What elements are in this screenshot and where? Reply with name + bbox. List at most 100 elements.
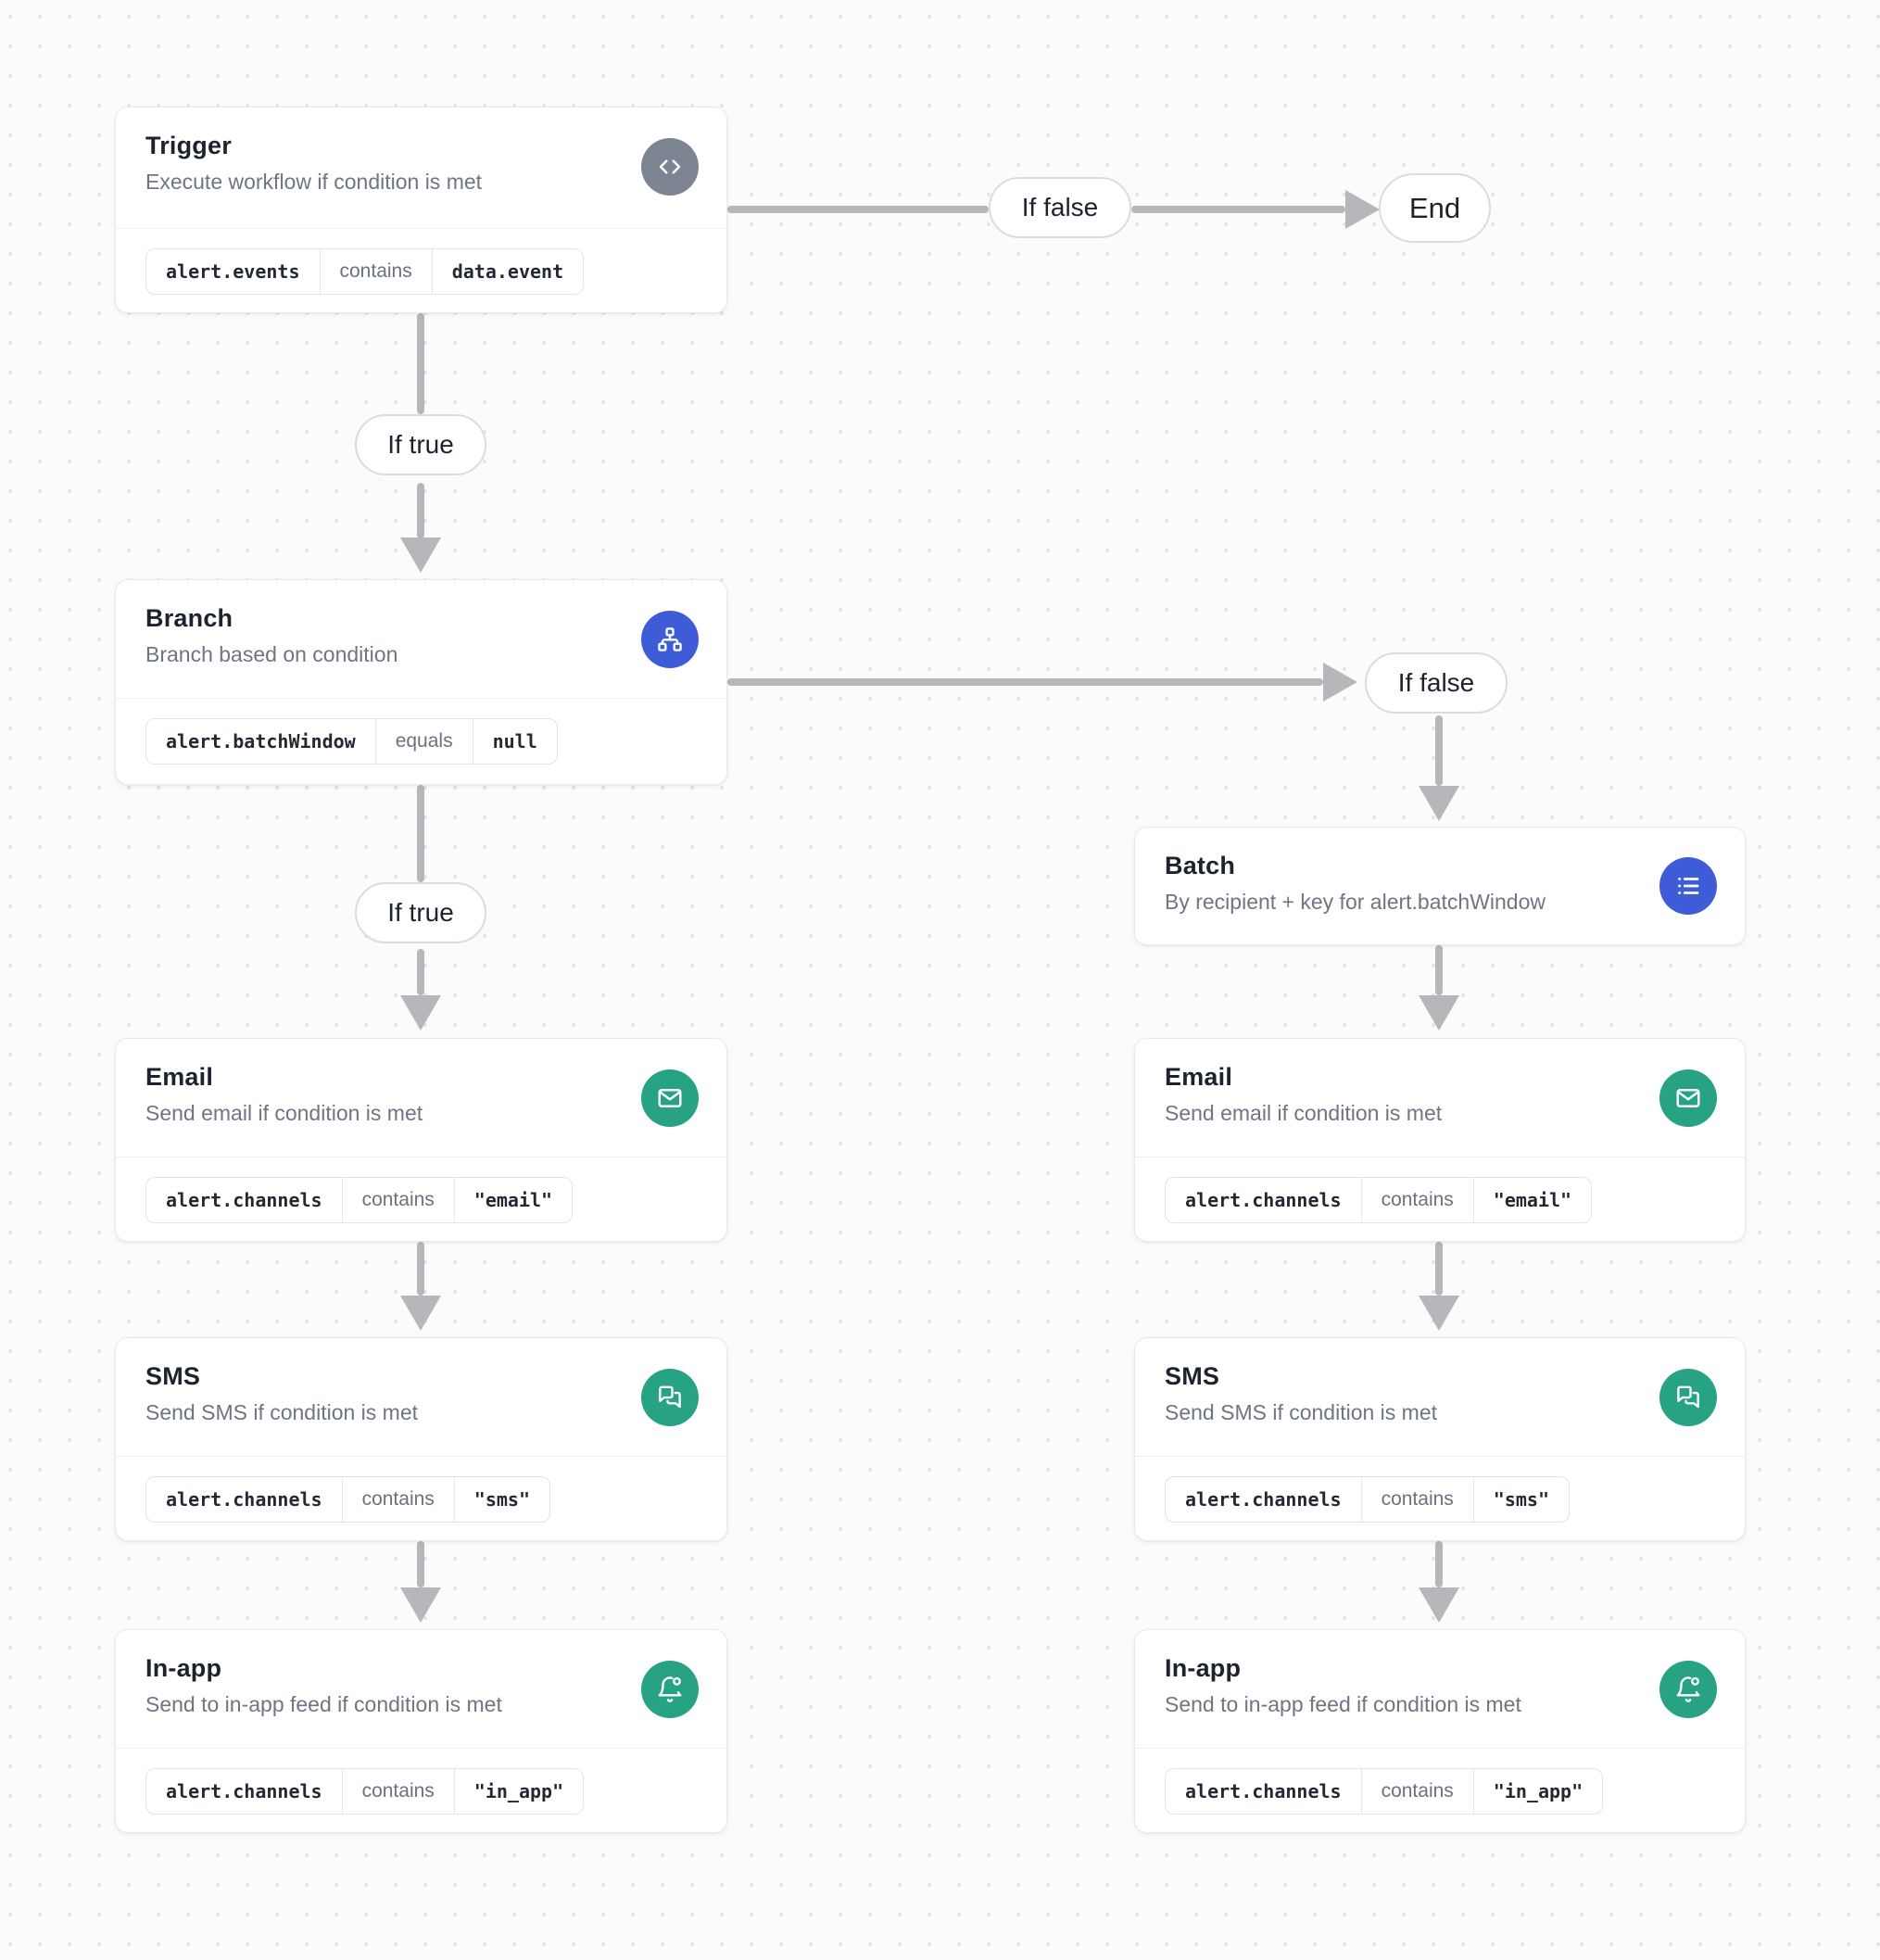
code-icon: [641, 138, 699, 196]
node-title: Email: [145, 1063, 214, 1091]
node-subtitle: Send to in-app feed if condition is met: [145, 1692, 502, 1716]
edge-email-sms: [1435, 1242, 1443, 1296]
node-condition-row: alert.channels contains "in_app": [1135, 1749, 1745, 1833]
chat-icon: [641, 1369, 699, 1426]
node-title: In-app: [1165, 1654, 1242, 1682]
node-title: In-app: [145, 1654, 222, 1682]
arrowhead-down-icon: [1419, 995, 1459, 1031]
condition-chip: alert.channels contains "in_app": [1165, 1767, 1604, 1815]
node-header: Batch By recipient + key for alert.batch…: [1135, 828, 1745, 944]
condition-value: "in_app": [1472, 1768, 1602, 1814]
condition-chip: alert.channels contains "email": [145, 1176, 574, 1223]
bell-icon: [641, 1661, 699, 1718]
edge-email-sms: [417, 1242, 424, 1296]
condition-value: "email": [453, 1177, 572, 1222]
chat-icon: [1659, 1369, 1717, 1426]
node-condition-row: alert.channels contains "sms": [1135, 1457, 1745, 1541]
edge-label-if-false: If false: [1365, 652, 1508, 714]
condition-value: data.event: [431, 248, 583, 294]
condition-chip: alert.events contains data.event: [145, 247, 585, 295]
node-subtitle: Send email if condition is met: [145, 1101, 423, 1125]
edge-label-if-true: If true: [355, 414, 486, 475]
condition-operator: contains: [1360, 1768, 1473, 1814]
arrowhead-right-icon: [1323, 663, 1357, 702]
node-inapp[interactable]: In-app Send to in-app feed if condition …: [115, 1629, 727, 1833]
condition-operator: contains: [319, 248, 432, 294]
condition-operator: contains: [341, 1768, 454, 1814]
edge-branch-iftrue: [417, 785, 424, 882]
list-icon: [1659, 857, 1717, 915]
node-subtitle: By recipient + key for alert.batchWindow: [1165, 890, 1546, 914]
node-subtitle: Branch based on condition: [145, 642, 398, 666]
edge-label-if-false: If false: [989, 177, 1131, 238]
node-title: SMS: [1165, 1362, 1220, 1390]
condition-operator: contains: [1360, 1177, 1473, 1222]
arrowhead-down-icon: [400, 1296, 441, 1331]
condition-field: alert.channels: [166, 1487, 322, 1511]
end-node: End: [1379, 173, 1491, 243]
node-subtitle: Send SMS if condition is met: [145, 1400, 419, 1424]
node-email[interactable]: Email Send email if condition is met ale…: [115, 1038, 727, 1242]
node-condition-row: alert.channels contains "email": [116, 1157, 726, 1242]
node-title: Email: [1165, 1063, 1233, 1091]
edge-iffalse-batch: [1435, 715, 1443, 786]
branch-icon: [641, 611, 699, 668]
edge-iftrue-branch: [417, 483, 424, 538]
node-email[interactable]: Email Send email if condition is met ale…: [1134, 1038, 1746, 1242]
condition-field: alert.batchWindow: [166, 729, 356, 752]
node-header: In-app Send to in-app feed if condition …: [116, 1630, 726, 1749]
edge-sms-inapp: [1435, 1541, 1443, 1587]
arrowhead-right-icon: [1345, 190, 1380, 229]
node-condition-row: alert.channels contains "email": [1135, 1157, 1745, 1242]
node-header: Email Send email if condition is met: [116, 1039, 726, 1157]
node-subtitle: Execute workflow if condition is met: [145, 170, 483, 194]
arrowhead-down-icon: [1419, 1296, 1459, 1331]
mail-icon: [1659, 1069, 1717, 1127]
node-batch[interactable]: Batch By recipient + key for alert.batch…: [1134, 827, 1746, 945]
arrowhead-down-icon: [1419, 786, 1459, 821]
edge-trigger-iftrue: [417, 313, 424, 414]
node-header: Trigger Execute workflow if condition is…: [116, 107, 726, 229]
condition-operator: contains: [1360, 1476, 1473, 1522]
condition-field: alert.channels: [166, 1779, 322, 1802]
node-sms[interactable]: SMS Send SMS if condition is met alert.c…: [1134, 1337, 1746, 1541]
node-header: Email Send email if condition is met: [1135, 1039, 1745, 1157]
condition-value: "in_app": [453, 1768, 583, 1814]
edge-iftrue-email: [417, 949, 424, 995]
mail-icon: [641, 1069, 699, 1127]
node-trigger[interactable]: Trigger Execute workflow if condition is…: [115, 107, 727, 313]
node-condition-row: alert.events contains data.event: [116, 229, 726, 313]
node-sms[interactable]: SMS Send SMS if condition is met alert.c…: [115, 1337, 727, 1541]
node-header: In-app Send to in-app feed if condition …: [1135, 1630, 1745, 1749]
condition-field: alert.channels: [1185, 1487, 1342, 1511]
condition-operator: contains: [341, 1177, 454, 1222]
edge-iffalse-end: [1131, 206, 1345, 213]
node-subtitle: Send to in-app feed if condition is met: [1165, 1692, 1521, 1716]
node-title: Trigger: [145, 132, 232, 159]
condition-chip: alert.channels contains "sms": [145, 1475, 551, 1523]
node-condition-row: alert.channels contains "in_app": [116, 1749, 726, 1833]
edge-label-if-true: If true: [355, 882, 486, 943]
condition-chip: alert.channels contains "in_app": [145, 1767, 585, 1815]
node-subtitle: Send email if condition is met: [1165, 1101, 1443, 1125]
node-title: SMS: [145, 1362, 201, 1390]
condition-field: alert.channels: [1185, 1779, 1342, 1802]
node-condition-row: alert.batchWindow equals null: [116, 699, 726, 783]
node-title: Branch: [145, 604, 233, 632]
condition-field: alert.channels: [1185, 1188, 1342, 1211]
condition-value: "email": [1472, 1177, 1591, 1222]
node-inapp[interactable]: In-app Send to in-app feed if condition …: [1134, 1629, 1746, 1833]
condition-chip: alert.channels contains "sms": [1165, 1475, 1571, 1523]
node-condition-row: alert.channels contains "sms": [116, 1457, 726, 1541]
condition-field: alert.channels: [166, 1188, 322, 1211]
node-header: Branch Branch based on condition: [116, 580, 726, 699]
arrowhead-down-icon: [1419, 1587, 1459, 1623]
condition-value: "sms": [1472, 1476, 1569, 1522]
node-title: Batch: [1165, 852, 1236, 879]
node-subtitle: Send SMS if condition is met: [1165, 1400, 1438, 1424]
node-branch[interactable]: Branch Branch based on condition alert.b…: [115, 579, 727, 785]
condition-value: null: [472, 718, 557, 764]
edge-trigger-iffalse: [727, 206, 989, 213]
condition-operator: contains: [341, 1476, 454, 1522]
